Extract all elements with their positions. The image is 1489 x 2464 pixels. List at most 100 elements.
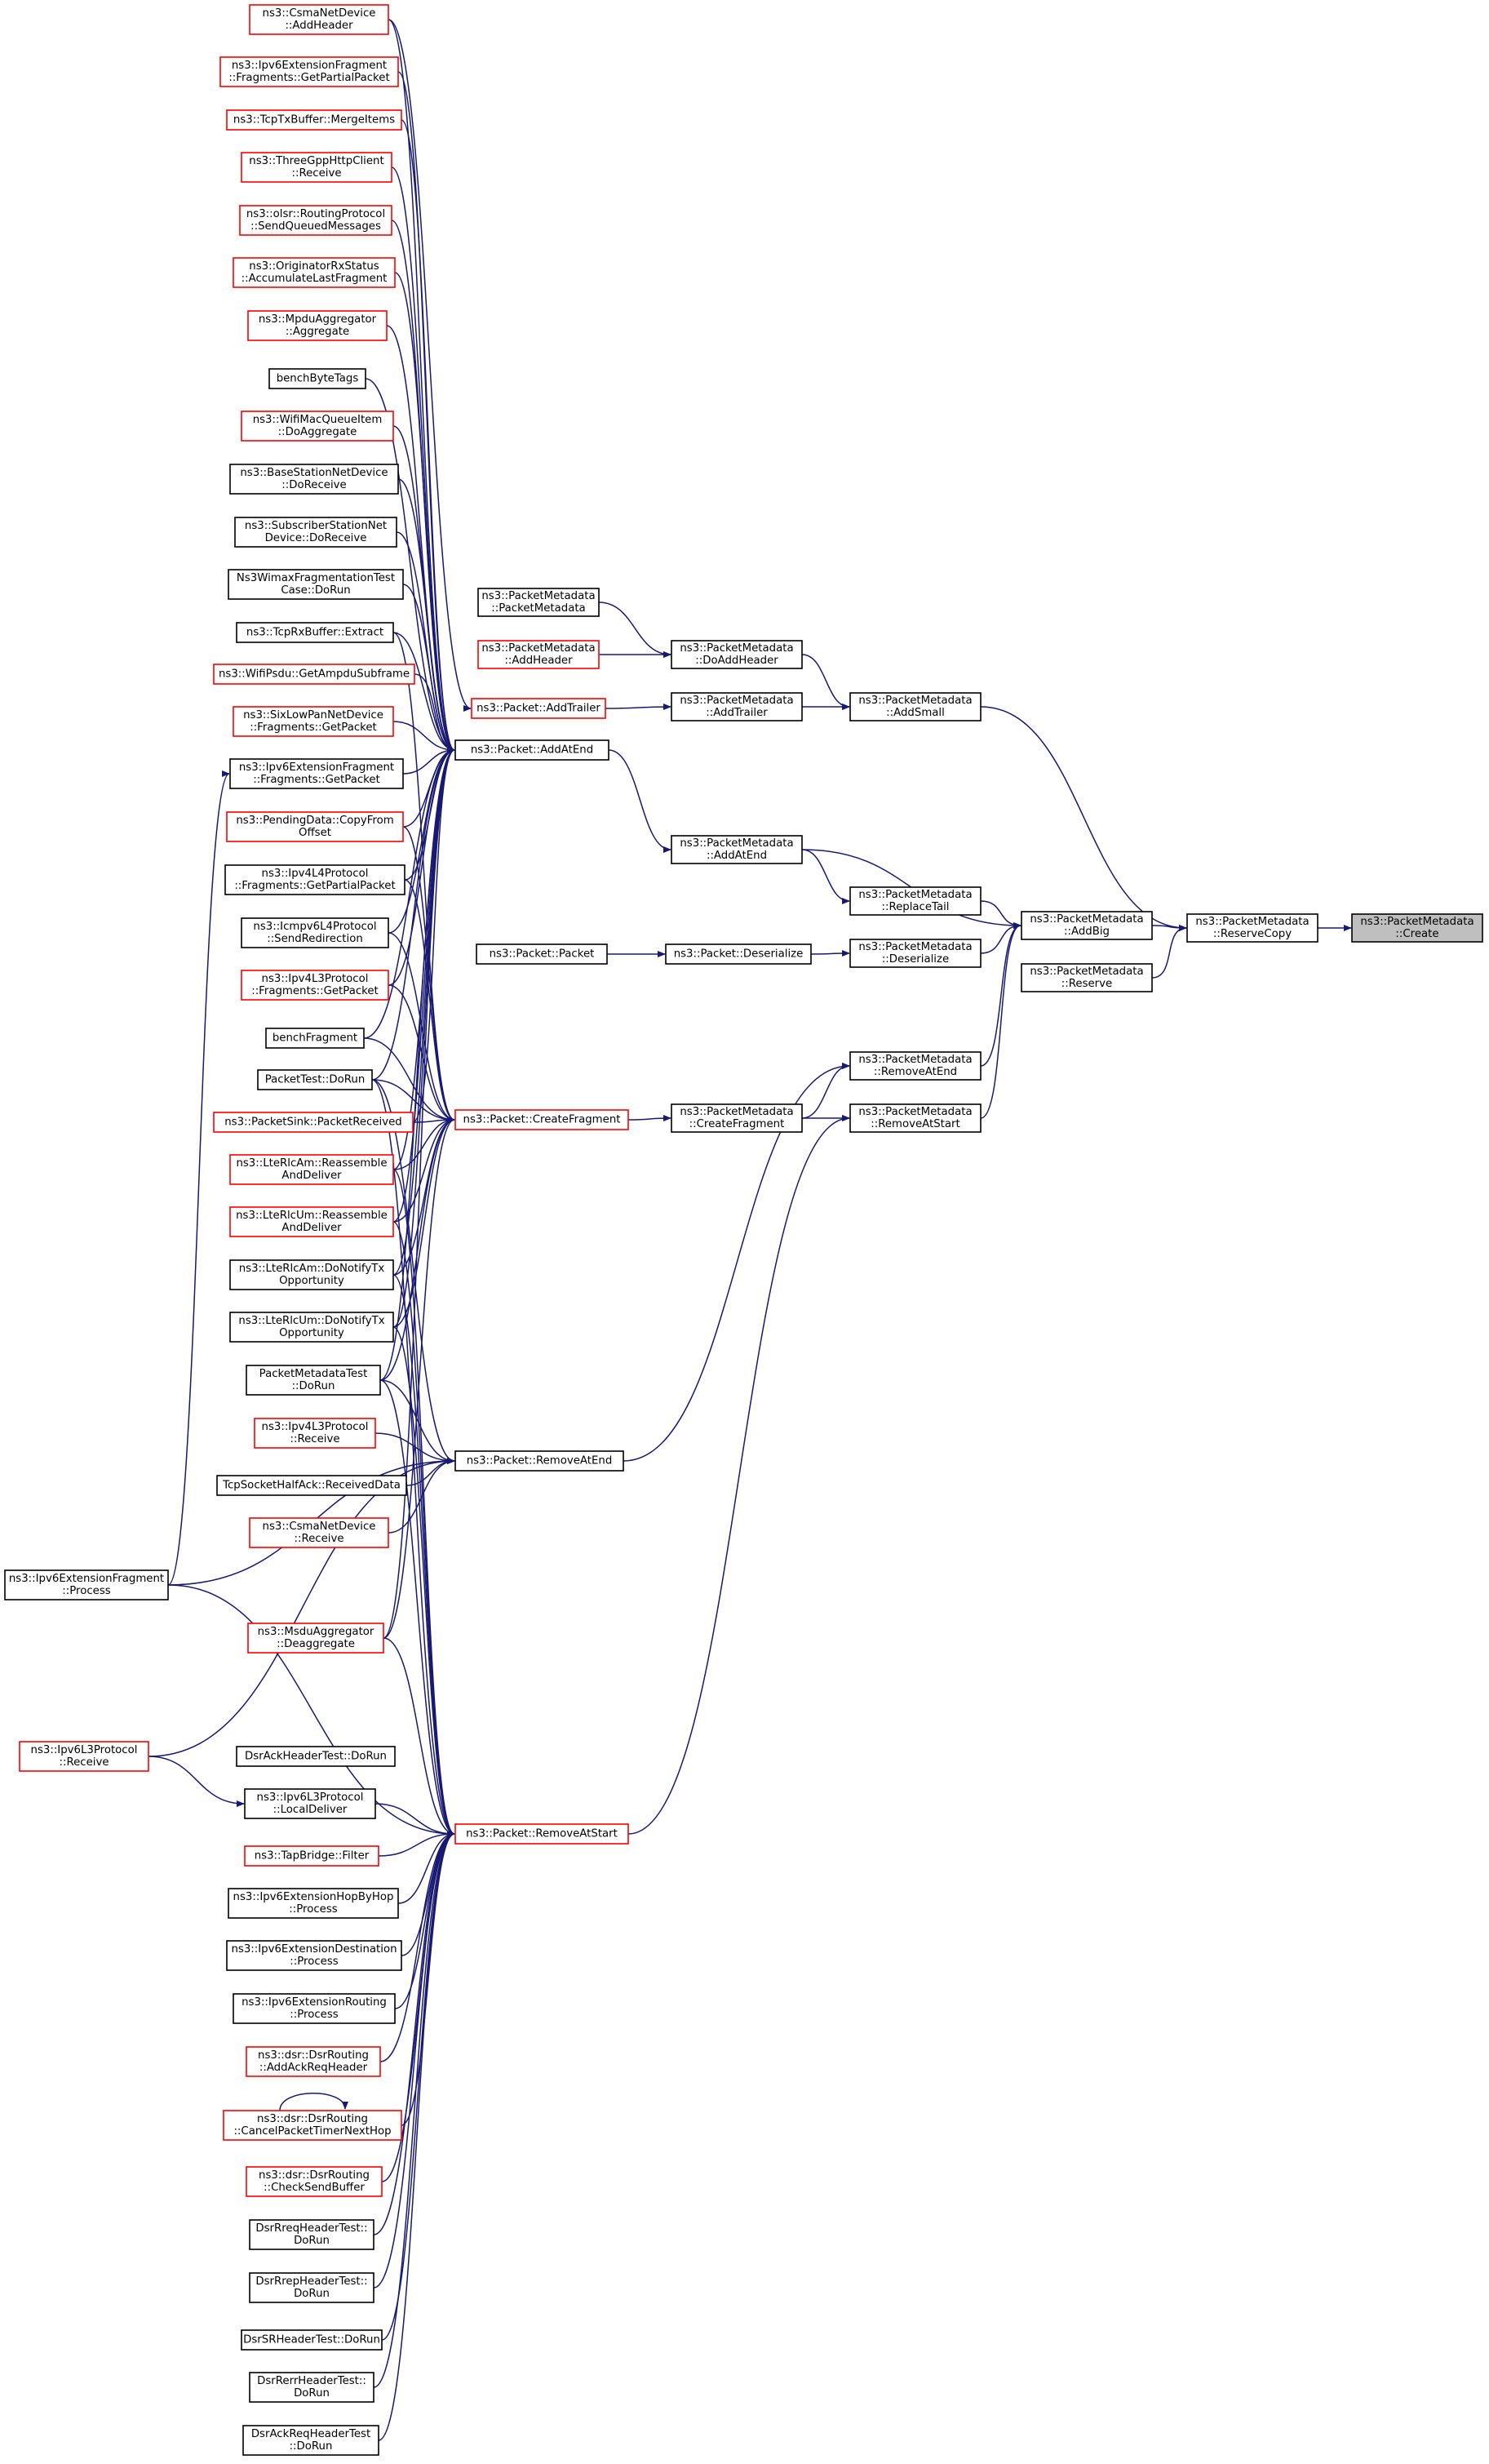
node-dsrRreq[interactable]: DsrRreqHeaderTest::DoRun: [249, 2219, 374, 2250]
node-ipv6Local[interactable]: ns3::Ipv6L3Protocol::LocalDeliver: [244, 1788, 376, 1819]
node-label-line: ns3::PacketMetadata: [481, 590, 595, 602]
node-label-line: ::AccumulateLastFragment: [242, 273, 388, 285]
node-box: [241, 411, 394, 442]
node-hopByHop[interactable]: ns3::Ipv6ExtensionHopByHop::Process: [228, 1888, 399, 1919]
node-tapFilter[interactable]: ns3::TapBridge::Filter: [244, 1845, 379, 1867]
node-pmRemoveAtEnd[interactable]: ns3::PacketMetadata::RemoveAtEnd: [849, 1051, 982, 1081]
call-edge-pkRemoveAtEnd-to-pmRemoveAtEnd: [623, 1063, 850, 1462]
call-edge-pkAddTrailer-to-pmAddTrailer: [605, 704, 671, 711]
node-tcpTxMerge[interactable]: ns3::TcpTxBuffer::MergeItems: [226, 109, 402, 131]
node-destination[interactable]: ns3::Ipv6ExtensionDestination::Process: [226, 1940, 402, 1971]
node-wifiPsdu[interactable]: ns3::WifiPsdu::GetAmpduSubframe: [213, 664, 415, 685]
node-reserve[interactable]: ns3::PacketMetadata::Reserve: [1021, 963, 1153, 992]
node-sixLow[interactable]: ns3::SixLowPanNetDevice::Fragments::GetP…: [233, 706, 394, 737]
node-pmRemoveAtStart[interactable]: ns3::PacketMetadata::RemoveAtStart: [849, 1103, 982, 1133]
node-pmAddTrailer[interactable]: ns3::PacketMetadata::AddTrailer: [671, 692, 803, 721]
call-edge-pmTest-to-pkRemoveAtStart: [379, 1379, 455, 1837]
node-pmAddAtEnd[interactable]: ns3::PacketMetadata::AddAtEnd: [671, 835, 803, 864]
node-pmAddHeader[interactable]: ns3::PacketMetadata::AddHeader: [477, 640, 600, 669]
node-dsrRrep[interactable]: DsrRrepHeaderTest::DoRun: [249, 2272, 374, 2303]
call-edge-dsrRrep-to-pkRemoveAtStart: [373, 1831, 455, 2289]
node-label-line: ns3::Ipv6ExtensionHopByHop: [233, 1891, 394, 1903]
node-tcpHalf[interactable]: TcpSocketHalfAck::ReceivedData: [216, 1475, 407, 1496]
node-reserveCopy[interactable]: ns3::PacketMetadata::ReserveCopy: [1186, 913, 1318, 943]
node-dsrAckHeader[interactable]: DsrAckHeaderTest::DoRun: [236, 1746, 396, 1767]
node-wifiMacQueue[interactable]: ns3::WifiMacQueueItem::DoAggregate: [241, 411, 394, 442]
node-olsr[interactable]: ns3::olsr::RoutingProtocol::SendQueuedMe…: [239, 205, 392, 236]
call-edge-pmReplaceTail-to-addBig: [980, 900, 1021, 929]
node-csmaAddHeader[interactable]: ns3::CsmaNetDevice::AddHeader: [249, 4, 389, 35]
node-dsrSR[interactable]: DsrSRHeaderTest::DoRun: [241, 2329, 383, 2351]
node-box: [454, 739, 609, 761]
node-msdu[interactable]: ns3::MsduAggregator::Deaggregate: [247, 1623, 384, 1654]
node-tcpRxExtract[interactable]: ns3::TcpRxBuffer::Extract: [236, 622, 394, 643]
node-box: [671, 692, 803, 721]
node-benchFragment[interactable]: benchFragment: [265, 1028, 365, 1049]
node-label-line: Case::DoRun: [281, 584, 350, 597]
node-pmDoAddHeader[interactable]: ns3::PacketMetadata::DoAddHeader: [671, 640, 803, 669]
node-pkAddTrailer[interactable]: ns3::Packet::AddTrailer: [471, 698, 606, 719]
node-dsrAddAck[interactable]: ns3::dsr::DsrRouting::AddAckReqHeader: [246, 2046, 381, 2077]
node-label-line: ns3::PacketSink::PacketReceived: [224, 1117, 402, 1129]
node-dsrCheck[interactable]: ns3::dsr::DsrRouting::CheckSendBuffer: [246, 2166, 383, 2197]
node-label-line: ns3::PacketMetadata: [1030, 913, 1143, 926]
node-addSmall[interactable]: ns3::PacketMetadata::AddSmall: [849, 692, 982, 721]
node-packetSink[interactable]: ns3::PacketSink::PacketReceived: [213, 1112, 414, 1133]
node-csmaRecv[interactable]: ns3::CsmaNetDevice::Receive: [249, 1517, 389, 1548]
node-ipv4FragGetPacket[interactable]: ns3::Ipv4L3Protocol::Fragments::GetPacke…: [241, 970, 389, 1001]
call-edge-ipv4FragGetPacket-to-pkCreateFragment: [388, 984, 455, 1123]
node-subscriber[interactable]: ns3::SubscriberStationNetDevice::DoRecei…: [234, 517, 397, 548]
node-ipv6Recv[interactable]: ns3::Ipv6L3Protocol::Receive: [19, 1741, 149, 1772]
node-dsrRerr[interactable]: DsrRerrHeaderTest::DoRun: [249, 2372, 374, 2403]
node-label-line: ::Aggregate: [286, 326, 349, 338]
node-pkPacket[interactable]: ns3::Packet::Packet: [476, 943, 608, 965]
node-dsrAckReq[interactable]: DsrAckReqHeaderTest::DoRun: [242, 2425, 379, 2456]
node-pmTest[interactable]: PacketMetadataTest::DoRun: [246, 1365, 381, 1396]
node-addBig[interactable]: ns3::PacketMetadata::AddBig: [1021, 911, 1153, 940]
node-pmDeserialize[interactable]: ns3::PacketMetadata::Deserialize: [849, 939, 982, 968]
node-ipv6FragProcess[interactable]: ns3::Ipv6ExtensionFragment::Process: [4, 1569, 169, 1600]
node-pkAddAtEnd[interactable]: ns3::Packet::AddAtEnd: [454, 739, 609, 761]
node-label-line: AndDeliver: [281, 1222, 342, 1234]
node-box: [241, 970, 389, 1001]
node-label-line: ::Fragments::GetPacket: [251, 985, 379, 997]
call-edge-pmCtor-to-pmDoAddHeader: [598, 602, 671, 658]
node-label-line: ::Process: [289, 1903, 337, 1916]
node-pmReplaceTail[interactable]: ns3::PacketMetadata::ReplaceTail: [849, 886, 982, 916]
node-pkDeserialize[interactable]: ns3::Packet::Deserialize: [665, 943, 812, 965]
node-baseStation[interactable]: ns3::BaseStationNetDevice::DoReceive: [229, 464, 399, 495]
node-box: [224, 864, 405, 895]
node-threeGpp[interactable]: ns3::ThreeGppHttpClient::Receive: [241, 152, 392, 183]
node-label-line: ns3::PacketMetadata: [481, 642, 595, 655]
node-box: [241, 917, 389, 948]
node-icmpv6[interactable]: ns3::Icmpv6L4Protocol::SendRedirection: [241, 917, 389, 948]
call-edge-packetTest-to-pkAddAtEnd: [371, 747, 455, 1081]
node-ipv4FragGetPartial[interactable]: ns3::Ipv4L4Protocol::Fragments::GetParti…: [224, 864, 405, 895]
node-pmCtor[interactable]: ns3::PacketMetadata::PacketMetadata: [477, 588, 600, 617]
node-packetTest[interactable]: PacketTest::DoRun: [257, 1069, 373, 1090]
node-ipv6FragGetPacket[interactable]: ns3::Ipv6ExtensionFragment::Fragments::G…: [229, 758, 404, 789]
node-label-line: ns3::olsr::RoutingProtocol: [246, 208, 385, 220]
node-pkCreateFragment[interactable]: ns3::Packet::CreateFragment: [454, 1109, 629, 1130]
node-box: [454, 1109, 629, 1130]
node-originator[interactable]: ns3::OriginatorRxStatus::AccumulateLastF…: [233, 257, 396, 288]
call-edge-tcpRxExtract-to-pkCreateFragment: [392, 632, 455, 1123]
node-ipv4Recv[interactable]: ns3::Ipv4L3Protocol::Receive: [254, 1418, 376, 1449]
node-pmCreateFragment[interactable]: ns3::PacketMetadata::CreateFragment: [671, 1103, 803, 1133]
node-dsrCancel[interactable]: ns3::dsr::DsrRouting::CancelPacketTimerN…: [223, 2110, 402, 2141]
node-label-line: ns3::TapBridge::Filter: [255, 1850, 370, 1862]
node-pkRemoveAtEnd[interactable]: ns3::Packet::RemoveAtEnd: [454, 1450, 624, 1472]
node-routing[interactable]: ns3::Ipv6ExtensionRouting::Process: [233, 1993, 396, 2024]
node-mpdu[interactable]: ns3::MpduAggregator::Aggregate: [247, 310, 388, 341]
call-edge-pkCreateFragment-to-pmCreateFragment: [627, 1115, 671, 1122]
node-benchByteTags[interactable]: benchByteTags: [268, 368, 366, 389]
node-pkRemoveAtStart[interactable]: ns3::Packet::RemoveAtStart: [454, 1823, 629, 1845]
node-box: [229, 1206, 394, 1237]
node-ipv6FragGetPartial[interactable]: ns3::Ipv6ExtensionFragment::Fragments::G…: [219, 56, 399, 87]
